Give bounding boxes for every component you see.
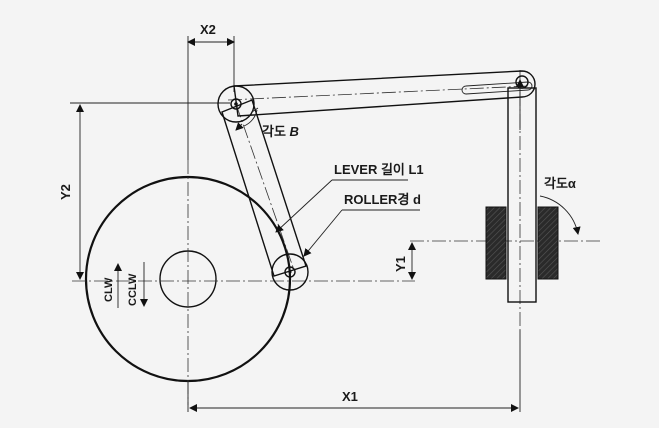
dim-y2: Y2 — [58, 104, 84, 280]
lever-length-callout: LEVER 길이 L1 — [275, 162, 424, 233]
guide-block-right — [537, 206, 559, 280]
label-x2: X2 — [200, 22, 216, 37]
lever-arm-diagonal — [221, 99, 307, 277]
lever-pivot — [217, 85, 255, 123]
lever-arm-horizontal — [233, 70, 536, 117]
angle-b: 각도 B — [235, 107, 299, 139]
dim-y1: Y1 — [393, 242, 416, 280]
label-y2: Y2 — [58, 184, 73, 200]
roller-diameter-callout: ROLLER경 d — [303, 192, 421, 257]
cam-roller — [271, 253, 309, 291]
slider-guide — [485, 87, 559, 303]
slider-rod — [507, 87, 537, 303]
dim-x2: X2 — [187, 22, 235, 46]
label-x1: X1 — [342, 389, 358, 404]
lever-slot — [461, 81, 533, 95]
label-clw: CLW — [103, 277, 115, 302]
label-cclw: CCLW — [127, 273, 139, 306]
extension-lines — [70, 36, 521, 412]
centerlines — [72, 70, 600, 405]
rotation-direction: CLW CCLW — [103, 262, 148, 308]
label-angle-b: 각도 B — [262, 124, 299, 139]
guide-block-left — [485, 206, 507, 280]
label-roller-diameter: ROLLER경 d — [344, 192, 421, 207]
angle-alpha: 각도α — [539, 176, 581, 235]
label-angle-alpha: 각도α — [544, 176, 576, 191]
dim-x1: X1 — [189, 389, 519, 412]
label-y1: Y1 — [393, 256, 408, 272]
label-lever-length: LEVER 길이 L1 — [334, 162, 424, 177]
